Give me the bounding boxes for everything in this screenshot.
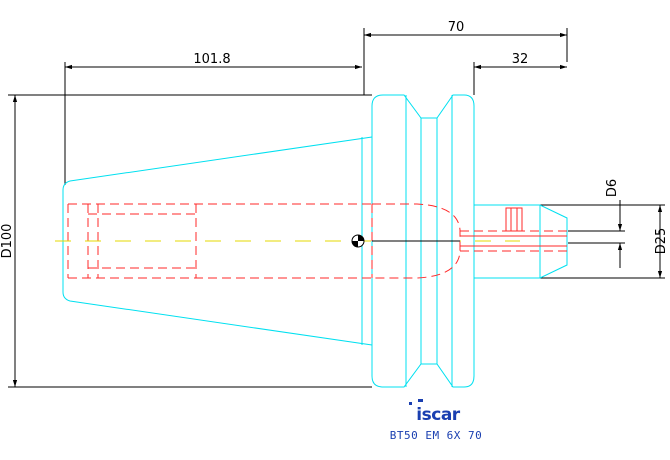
brand-logo: iscar <box>409 399 461 425</box>
dim-bore-diameter: D6 <box>605 179 620 197</box>
dimension-lines <box>8 28 665 388</box>
dim-nose-diameter: D25 <box>654 228 669 255</box>
holder-outline <box>62 94 568 388</box>
hidden-lines <box>67 203 567 279</box>
dim-total-length: 70 <box>448 20 465 35</box>
brand-name: iscar <box>416 405 460 425</box>
dim-shank-length: 101.8 <box>193 52 230 67</box>
dim-projection: 32 <box>512 52 529 67</box>
center-mark-icon <box>351 234 365 248</box>
dimension-labels: 70 101.8 32 D100 D6 D25 <box>0 20 669 258</box>
part-number: BT50 EM 6X 70 <box>390 429 483 442</box>
dim-flange-diameter: D100 <box>0 224 15 259</box>
